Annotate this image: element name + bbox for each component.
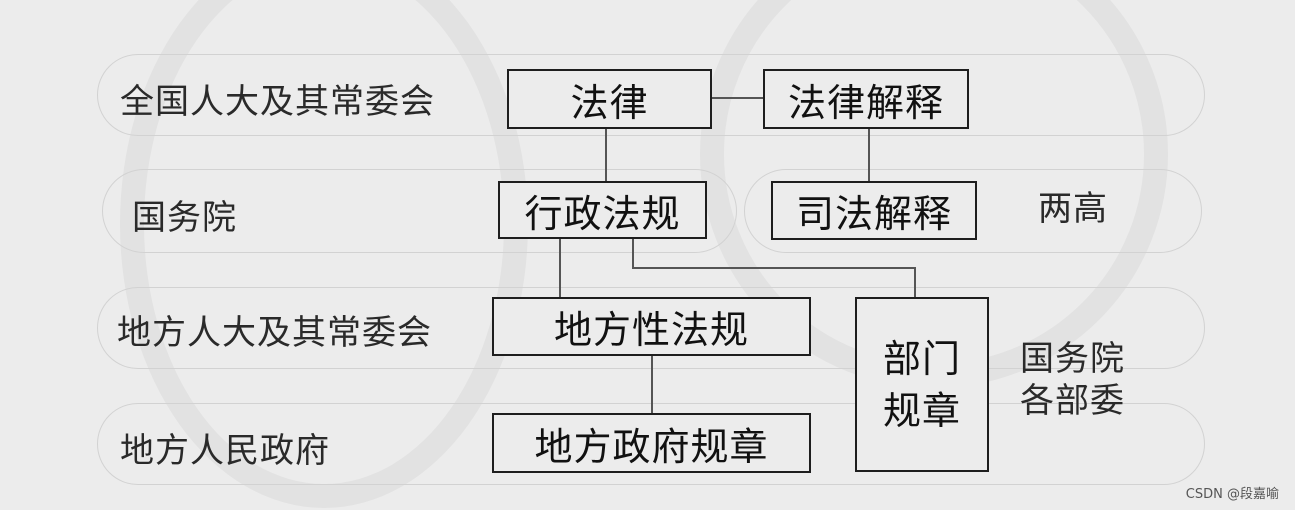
side-label-line: 国务院 xyxy=(1020,339,1125,379)
box-department-rules-line: 部门 xyxy=(882,336,961,381)
lane-label-local-government: 地方人民政府 xyxy=(120,431,330,471)
box-administrative-regulations: 行政法规 xyxy=(498,181,707,239)
box-judicial-interpretation: 司法解释 xyxy=(771,181,977,240)
lane-label-local-npc: 地方人大及其常委会 xyxy=(117,313,432,353)
side-label-line: 各部委 xyxy=(1020,381,1125,421)
lane-npc xyxy=(97,54,1205,136)
lane-label-state-council: 国务院 xyxy=(132,198,237,238)
side-label-two-highs: 两高 xyxy=(1038,189,1108,229)
side-label-state-council-depts: 国务院 各部委 xyxy=(1020,338,1125,422)
box-law: 法律 xyxy=(507,69,712,129)
box-local-regulations: 地方性法规 xyxy=(492,297,811,356)
credit-watermark: CSDN @段嘉喻 xyxy=(1185,487,1279,502)
box-department-rules: 部门 规章 xyxy=(855,297,989,472)
lane-state-council xyxy=(102,169,737,253)
lane-two-highs xyxy=(744,169,1202,253)
lane-label-npc: 全国人大及其常委会 xyxy=(120,82,435,122)
box-department-rules-line: 规章 xyxy=(882,388,961,433)
box-local-government-rules: 地方政府规章 xyxy=(492,413,811,473)
box-law-interpretation: 法律解释 xyxy=(763,69,969,129)
connector-admin-to-department-rules xyxy=(632,238,916,298)
